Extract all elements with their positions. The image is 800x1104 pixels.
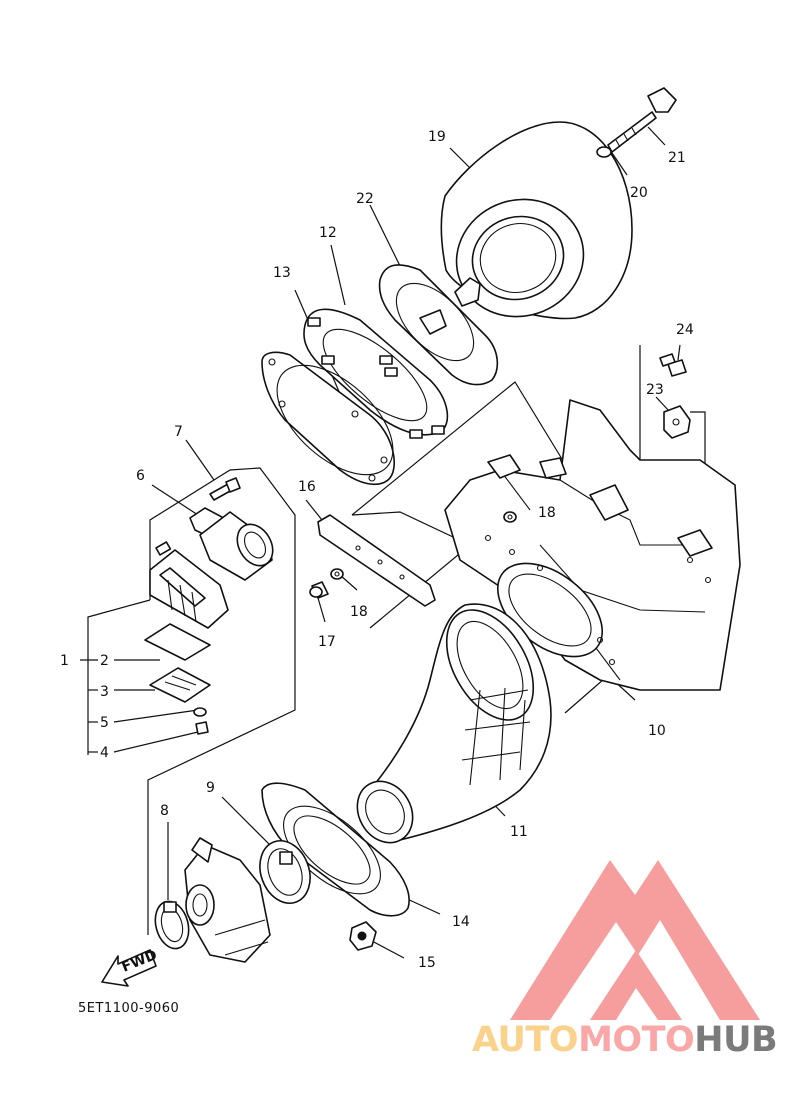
reed-stopper-2 bbox=[144, 623, 211, 661]
brand-moto: MOTO bbox=[578, 1020, 695, 1060]
callout-5: 5 bbox=[100, 715, 109, 731]
grommet-18-a bbox=[503, 511, 517, 523]
fwd-arrow-icon: FWD bbox=[101, 947, 159, 987]
callout-10: 10 bbox=[648, 723, 666, 739]
screw-4 bbox=[195, 721, 209, 735]
callout-16: 16 bbox=[298, 479, 316, 495]
clamp-9 bbox=[259, 840, 311, 904]
gasket-12 bbox=[303, 308, 449, 439]
reed-manifold bbox=[189, 507, 274, 581]
callout-15: 15 bbox=[418, 955, 436, 971]
bolt-7 bbox=[209, 477, 241, 501]
callout-1: 1 bbox=[60, 653, 69, 669]
joint-14 bbox=[261, 782, 410, 917]
brand-wordmark: AUTOMOTOHUB bbox=[472, 1020, 778, 1060]
plate-16 bbox=[317, 514, 436, 607]
drawing-code: 5ET1100-9060 bbox=[78, 1001, 180, 1016]
carburetor bbox=[184, 837, 271, 963]
callout-2: 2 bbox=[100, 653, 109, 669]
brand-auto: AUTO bbox=[472, 1020, 579, 1060]
callout-18-b: 18 bbox=[538, 505, 556, 521]
callout-3: 3 bbox=[100, 684, 109, 700]
callouts: 1 2 3 5 4 6 7 8 9 10 11 12 13 14 15 16 1… bbox=[60, 129, 694, 971]
callout-6: 6 bbox=[136, 468, 145, 484]
callout-23: 23 bbox=[646, 382, 664, 398]
clamp-8 bbox=[154, 900, 190, 950]
callout-11: 11 bbox=[510, 824, 528, 840]
gasket-13 bbox=[261, 351, 395, 486]
callout-14: 14 bbox=[452, 914, 470, 930]
callout-8: 8 bbox=[160, 803, 169, 819]
clip-23 bbox=[663, 405, 691, 439]
callout-24: 24 bbox=[676, 322, 694, 338]
callout-21: 21 bbox=[668, 150, 686, 166]
rivet-17 bbox=[309, 581, 329, 599]
reed-petal-3 bbox=[149, 667, 211, 703]
screw-24 bbox=[659, 353, 687, 377]
reed-valve bbox=[149, 541, 229, 629]
callout-12: 12 bbox=[319, 225, 337, 241]
brand-hub: HUB bbox=[694, 1020, 778, 1060]
callout-9: 9 bbox=[206, 780, 215, 796]
washer-5 bbox=[193, 707, 207, 717]
callout-20: 20 bbox=[630, 185, 648, 201]
callout-7: 7 bbox=[174, 424, 183, 440]
washer-20 bbox=[596, 146, 612, 158]
callout-22: 22 bbox=[356, 191, 374, 207]
callout-17: 17 bbox=[318, 634, 336, 650]
callout-18-a: 18 bbox=[350, 604, 368, 620]
intake-boot bbox=[356, 603, 552, 844]
bolt-21 bbox=[607, 87, 677, 153]
automotohub-logo-icon bbox=[510, 860, 760, 1020]
air-filter-element bbox=[440, 121, 633, 320]
callout-4: 4 bbox=[100, 745, 109, 761]
callout-13: 13 bbox=[273, 265, 291, 281]
filter-guide bbox=[378, 264, 499, 386]
nut-15 bbox=[349, 921, 377, 951]
grommet-18-b bbox=[330, 568, 344, 580]
callout-19: 19 bbox=[428, 129, 446, 145]
